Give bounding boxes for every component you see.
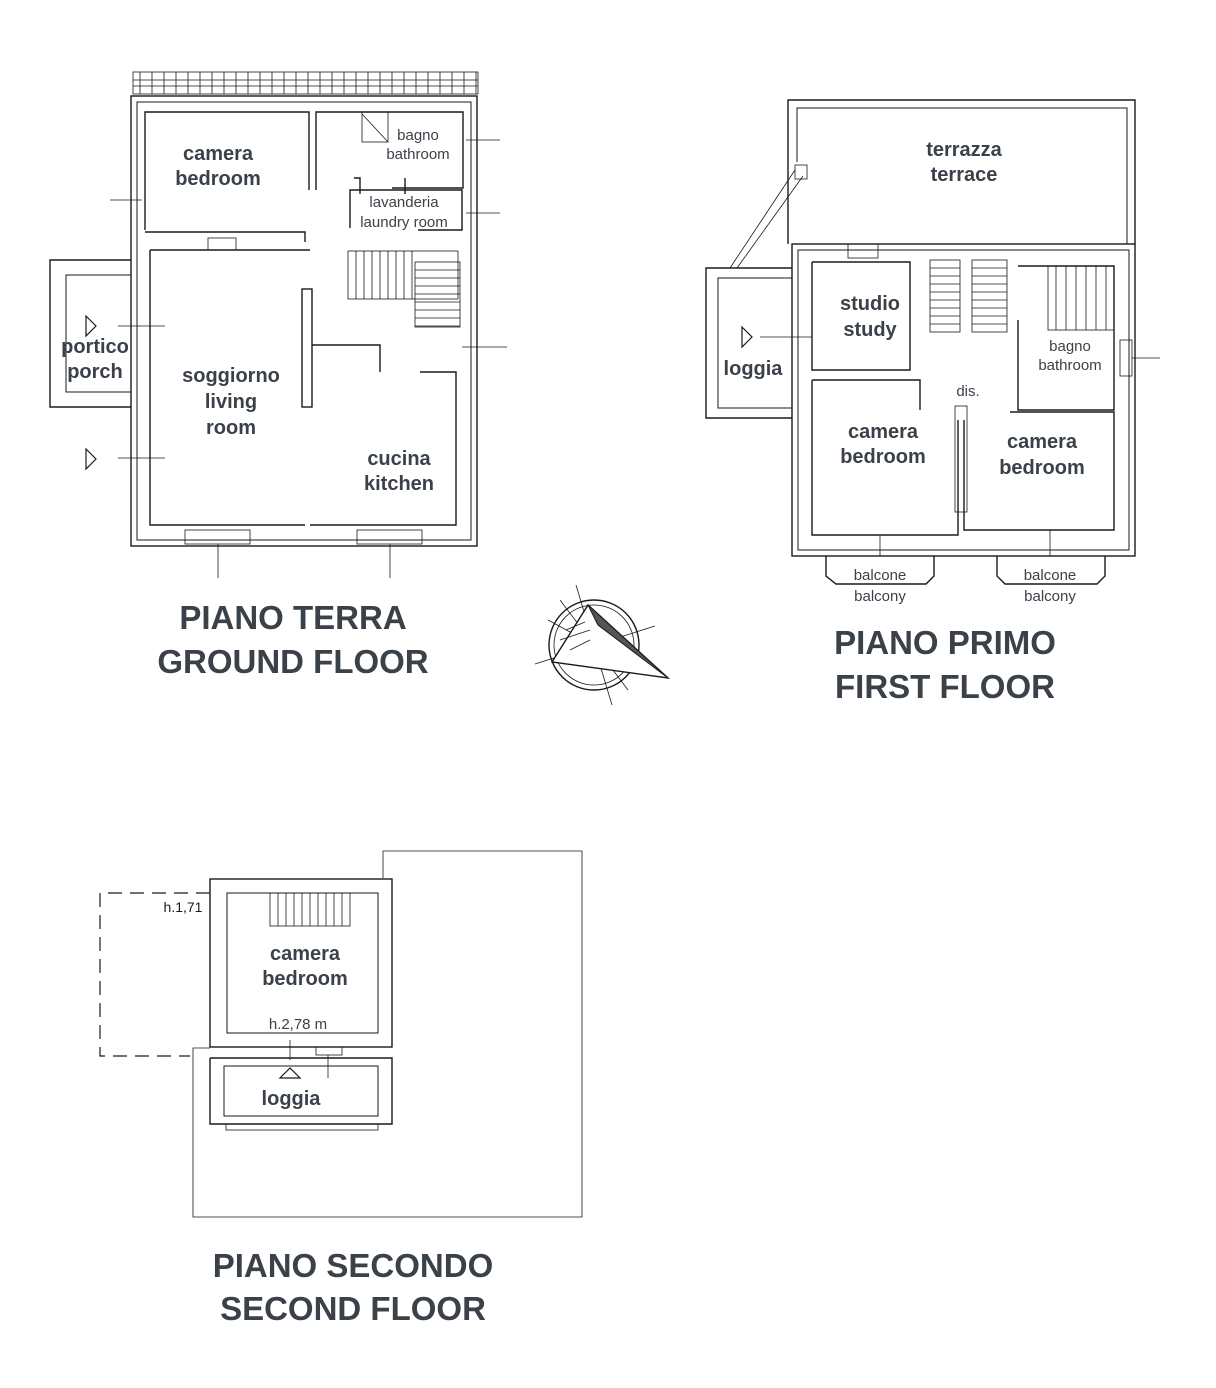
ff-bedroom1-label-it: camera xyxy=(848,421,919,443)
ff-bathroom-label-it: bagno xyxy=(1049,338,1091,355)
ff-loggia-label: loggia xyxy=(724,358,784,380)
ff-title-it: PIANO PRIMO xyxy=(834,624,1056,661)
gf-bathroom-label-en: bathroom xyxy=(386,146,449,163)
ff-dis-label: dis. xyxy=(956,383,979,400)
ground-floor-plan: camera bedroom bagno bathroom lavanderia… xyxy=(49,71,507,680)
gf-bathroom-label-it: bagno xyxy=(397,127,439,144)
ff-bathroom-label-en: bathroom xyxy=(1038,357,1101,374)
compass-rose-icon xyxy=(534,584,671,706)
sf-bedroom-label-en: bedroom xyxy=(262,968,348,990)
ground-top-railing xyxy=(132,71,479,95)
gf-laundry-label-it: lavanderia xyxy=(369,194,439,211)
ff-terrace-label-it: terrazza xyxy=(926,139,1002,161)
first-floor-plan: terrazza terrace studio study loggia bag… xyxy=(705,99,1160,705)
entrance-arrow-icon xyxy=(85,447,97,471)
gf-porch-label-it: portico xyxy=(61,336,129,358)
ff-bedroom2-label-it: camera xyxy=(1007,431,1078,453)
entrance-arrow-icon xyxy=(85,314,97,338)
ff-study-label-it: studio xyxy=(840,293,900,315)
ff-title-en: FIRST FLOOR xyxy=(835,668,1055,705)
gf-title-it: PIANO TERRA xyxy=(179,599,406,636)
sf-height-low-label: h.1,71 xyxy=(164,899,203,915)
ff-terrace-label-en: terrace xyxy=(931,164,998,186)
gf-bedroom-label-en: bedroom xyxy=(175,168,261,190)
second-floor-plan: h.1,71 camera bedroom h.2,78 m loggia PI… xyxy=(99,850,583,1327)
gf-living-label-en1: living xyxy=(205,391,257,413)
ff-balcony2-label-en: balcony xyxy=(1024,588,1076,605)
gf-bedroom-label-it: camera xyxy=(183,143,254,165)
ff-balcony1-label-it: balcone xyxy=(854,567,907,584)
gf-porch-label-en: porch xyxy=(67,361,123,383)
ff-study-label-en: study xyxy=(843,319,897,341)
gf-kitchen-label-it: cucina xyxy=(367,448,431,470)
sf-title-it: PIANO SECONDO xyxy=(213,1247,494,1284)
entrance-arrow-icon xyxy=(278,1067,302,1079)
entrance-arrow-icon xyxy=(741,325,753,349)
ff-bedroom1-label-en: bedroom xyxy=(840,446,926,468)
gf-living-label-en2: room xyxy=(206,417,256,439)
gf-title-en: GROUND FLOOR xyxy=(157,643,428,680)
ff-balcony2-label-it: balcone xyxy=(1024,567,1077,584)
sf-bedroom-label-it: camera xyxy=(270,943,341,965)
sf-height-main-label: h.2,78 m xyxy=(269,1016,327,1033)
ff-bedroom2-label-en: bedroom xyxy=(999,457,1085,479)
gf-laundry-label-en: laundry room xyxy=(360,214,448,231)
sf-title-en: SECOND FLOOR xyxy=(220,1290,486,1327)
gf-kitchen-label-en: kitchen xyxy=(364,473,434,495)
sf-loggia-label: loggia xyxy=(262,1088,322,1110)
ff-balcony1-label-en: balcony xyxy=(854,588,906,605)
gf-living-label-it: soggiorno xyxy=(182,365,280,387)
